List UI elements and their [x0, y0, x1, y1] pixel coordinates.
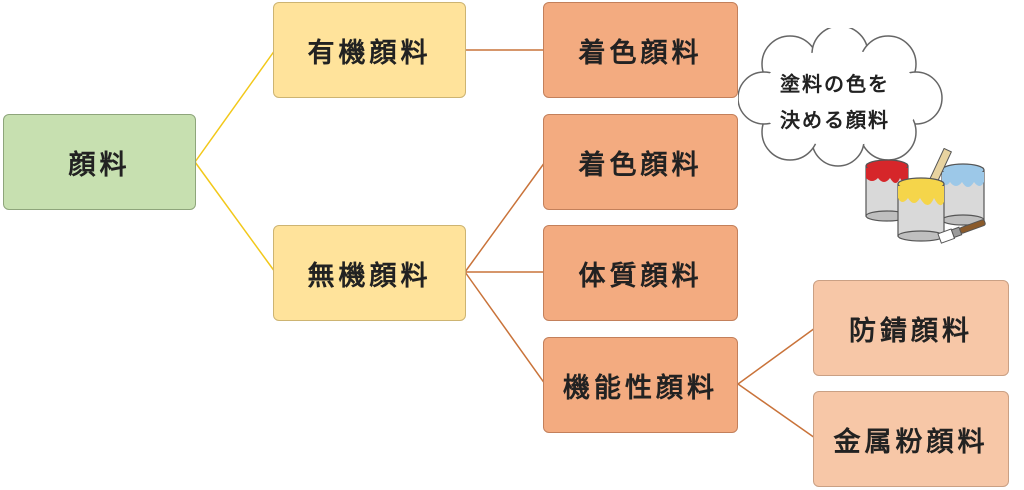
- node-label: 機能性顔料: [563, 372, 718, 404]
- callout-text: 塗料の色を 決める顔料: [760, 66, 910, 138]
- node-label: 金属粉顔料: [833, 426, 989, 458]
- thought-cloud-icon: [738, 28, 943, 167]
- node-anticorrosive-pigment: 防錆顔料: [813, 280, 1009, 376]
- node-organic-coloring-pigment: 着色顔料: [543, 2, 738, 98]
- node-label: 有機顔料: [307, 37, 432, 69]
- branch-connectors: [464, 49, 816, 439]
- node-label: 防錆顔料: [849, 315, 973, 347]
- node-label: 着色顔料: [578, 37, 703, 69]
- connector-inorganic-coloring: [464, 161, 546, 273]
- root-connectors: [194, 49, 276, 273]
- blue-paint-can-icon: [941, 163, 985, 226]
- connector-functional-metal: [737, 383, 816, 439]
- node-metal-powder-pigment: 金属粉顔料: [813, 391, 1009, 487]
- connector-root-inorganic: [194, 161, 276, 273]
- paint-brush-icon: [937, 219, 986, 244]
- yellow-paint-can-icon: [897, 177, 945, 242]
- node-inorganic-pigment: 無機顔料: [273, 225, 466, 321]
- node-organic-pigment: 有機顔料: [273, 2, 466, 98]
- callout-line-2: 決める顔料: [780, 108, 890, 132]
- node-inorganic-coloring-pigment: 着色顔料: [543, 114, 738, 210]
- node-pigment: 顔料: [3, 114, 196, 210]
- paint-cans-icon: [865, 148, 986, 244]
- connector-inorganic-functional: [464, 271, 546, 385]
- node-label: 顔料: [68, 149, 131, 181]
- node-extender-pigment: 体質顔料: [543, 225, 738, 321]
- red-paint-can-icon: [865, 159, 909, 222]
- node-functional-pigment: 機能性顔料: [543, 337, 738, 433]
- callout-line-1: 塗料の色を: [780, 72, 890, 96]
- node-label: 着色顔料: [578, 149, 703, 181]
- node-label: 体質顔料: [578, 260, 703, 292]
- node-label: 無機顔料: [307, 260, 432, 292]
- connector-root-organic: [194, 49, 276, 163]
- connector-functional-rust: [737, 327, 816, 385]
